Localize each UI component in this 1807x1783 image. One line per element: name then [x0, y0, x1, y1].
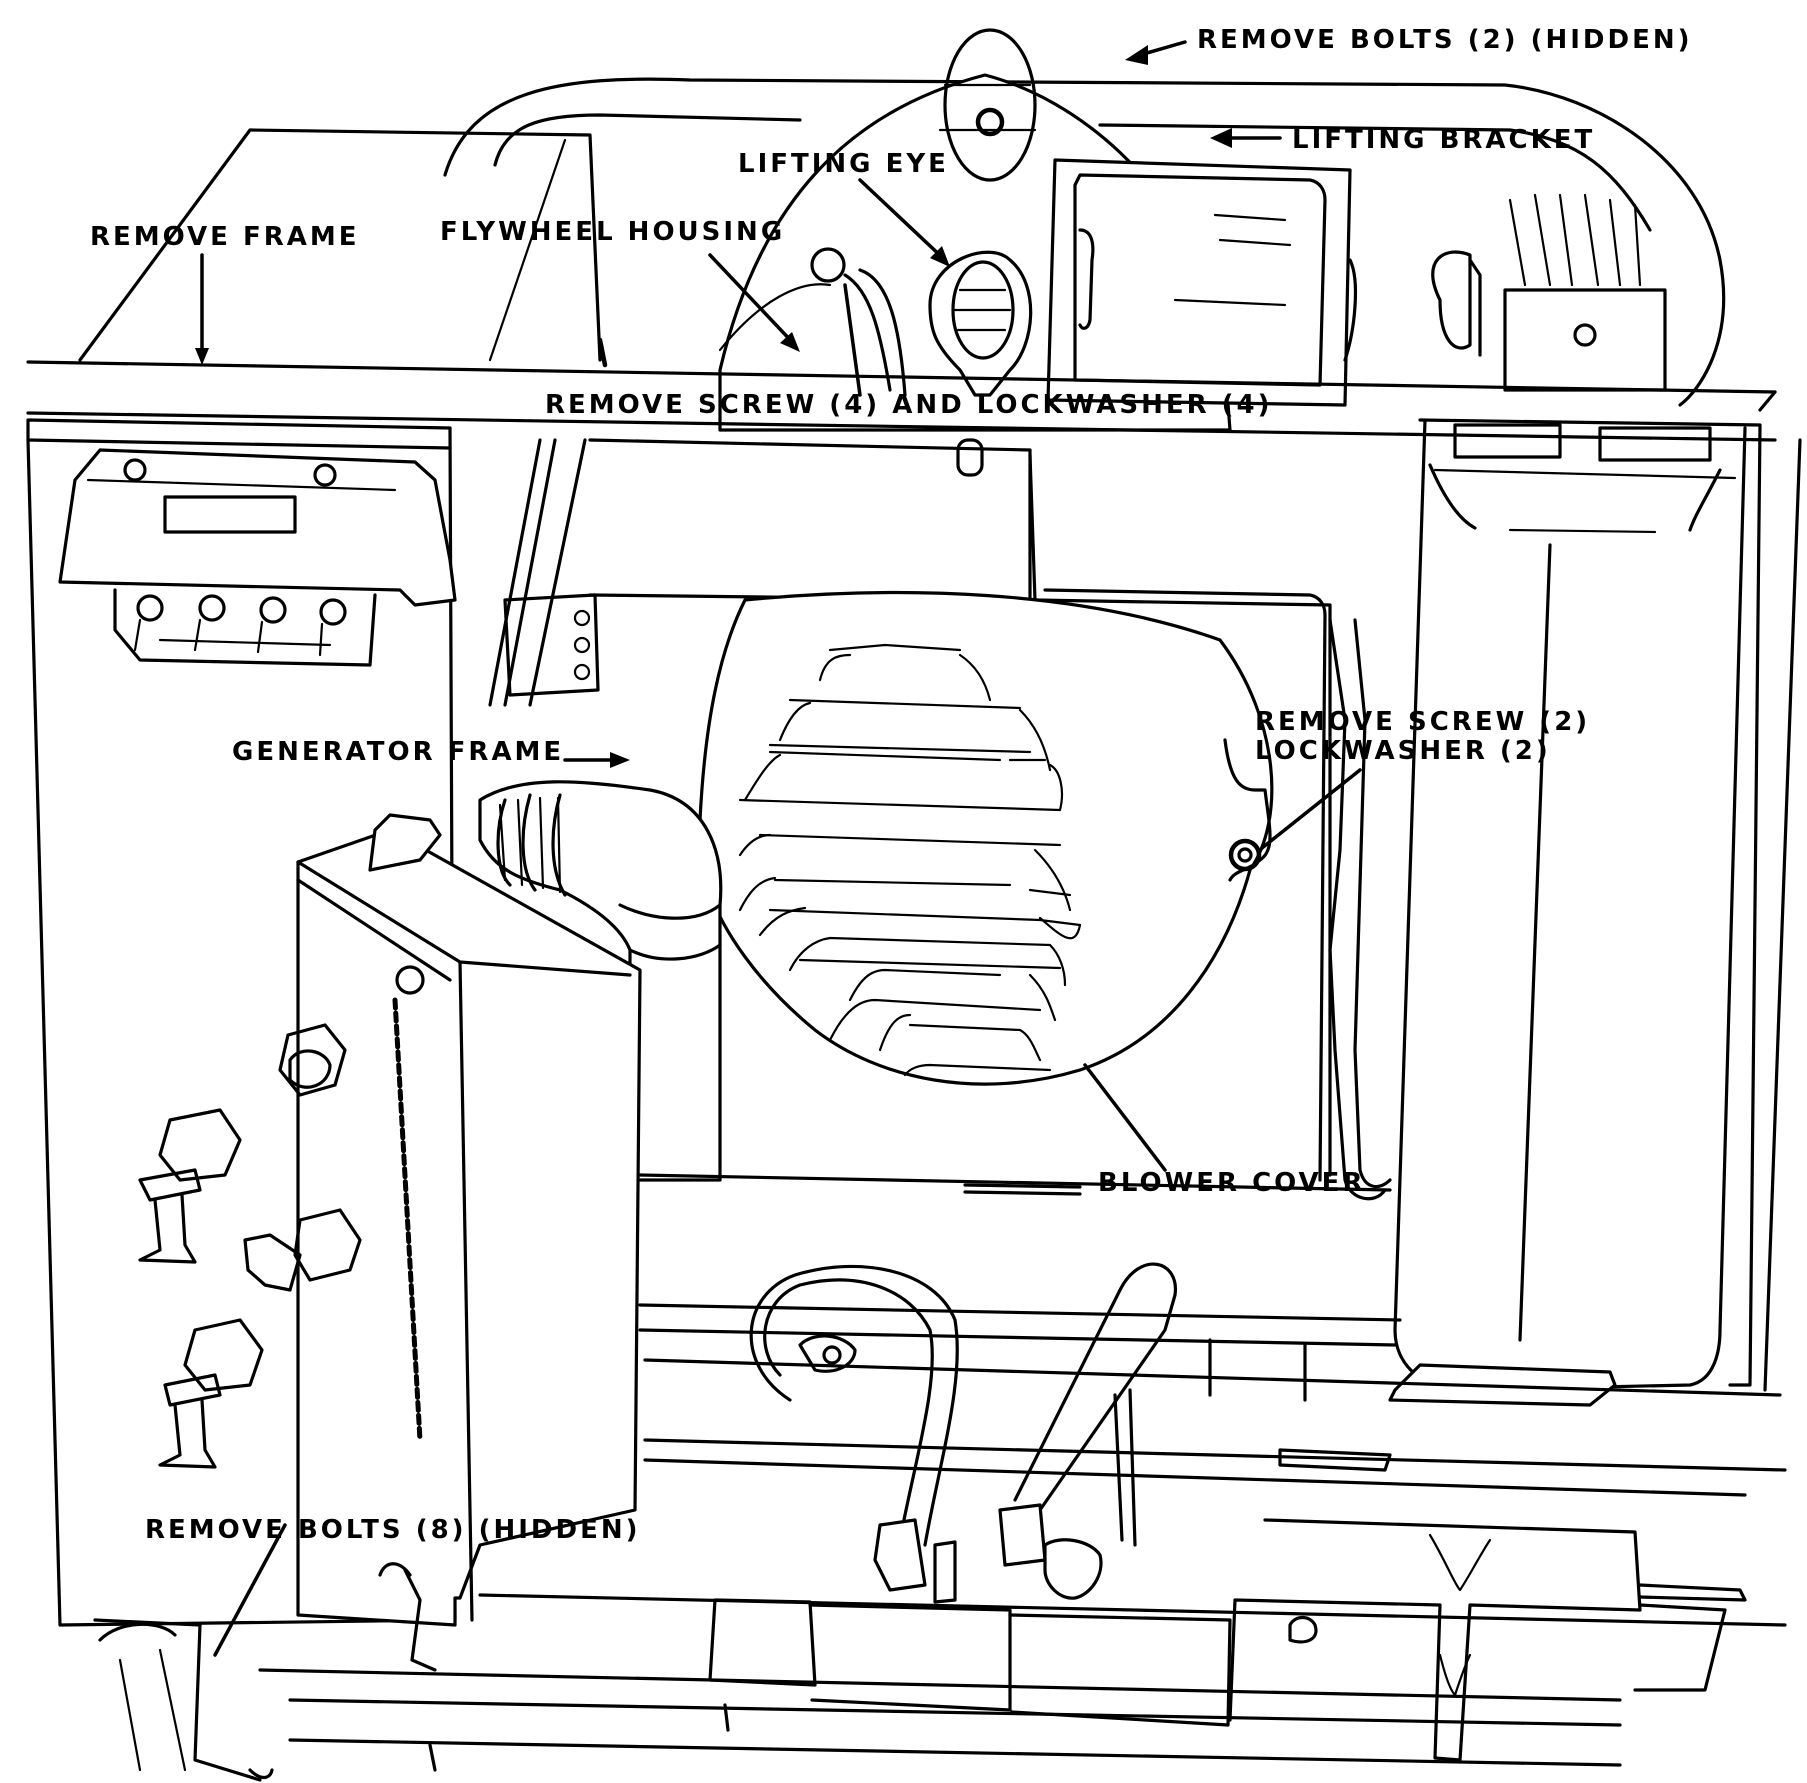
- air-duct-elbow: [478, 780, 723, 1182]
- right-tank: [1388, 418, 1802, 1407]
- terminal-post-icons: [133, 594, 347, 657]
- blower-cover: [698, 590, 1274, 1086]
- label-remove-bolts-2-hidden: REMOVE BOLTS (2) (HIDDEN): [1197, 25, 1692, 55]
- panel-screw-icon: [313, 463, 337, 487]
- housing-bolt-icon: [956, 438, 984, 477]
- screw-head-icon: [810, 247, 846, 283]
- tank-cap-right: [1598, 426, 1712, 462]
- front-hinged-panel: [138, 813, 642, 1627]
- panel-window: [163, 495, 297, 534]
- right-bracket-assembly: [1046, 158, 1667, 407]
- cable-clip-icon: [1288, 1615, 1318, 1644]
- panel-edge-strips: [488, 438, 600, 707]
- duct-clamp-band: [498, 796, 562, 894]
- panel-screw-icon: [123, 458, 147, 482]
- blower-louvers: [738, 643, 1082, 1077]
- fitting-4: [158, 1318, 264, 1469]
- main-frame-rails: [26, 360, 1777, 442]
- lifting-eye-assembly: [718, 247, 1033, 397]
- fitting-1: [278, 1023, 347, 1097]
- lower-hoses: [749, 1262, 1177, 1604]
- panel-bolt-icon: [395, 965, 425, 995]
- top-bolt-icon: [975, 107, 1005, 137]
- wing-nut-icon: [1043, 1538, 1103, 1600]
- fitting-2: [138, 1108, 242, 1264]
- left-control-panel: [26, 418, 457, 1627]
- label-lifting-bracket: LIFTING BRACKET: [1292, 125, 1595, 155]
- top-eye-ring: [943, 28, 1037, 182]
- base-skid: [93, 1173, 1787, 1782]
- label-remove-screw-2: REMOVE SCREW (2): [1255, 707, 1590, 737]
- removable-frame: [78, 128, 608, 368]
- tank-cap-left: [1453, 423, 1562, 459]
- fitting-3: [243, 1208, 362, 1292]
- label-remove-frame: REMOVE FRAME: [90, 222, 360, 252]
- hose-clamp-icon: [822, 1345, 842, 1365]
- label-remove-bolts-8-hidden: REMOVE BOLTS (8) (HIDDEN): [145, 1515, 640, 1545]
- hydraulic-fitting-icons: [138, 1023, 362, 1469]
- label-generator-frame: GENERATOR FRAME: [232, 737, 564, 767]
- label-flywheel-housing: FLYWHEEL HOUSING: [440, 217, 785, 247]
- blower-cover-screw-icon: [1228, 838, 1262, 872]
- label-blower-cover: BLOWER COVER: [1098, 1168, 1365, 1198]
- wiring-harness: [1328, 618, 1392, 1201]
- label-lifting-eye: LIFTING EYE: [738, 149, 949, 179]
- callout-leaders: [195, 40, 1362, 1657]
- label-remove-screw-4-lockwasher-4: REMOVE SCREW (4) AND LOCKWASHER (4): [545, 390, 1273, 420]
- label-lockwasher-2: LOCKWASHER (2): [1255, 736, 1551, 766]
- callout-labels: REMOVE BOLTS (2) (HIDDEN) LIFTING BRACKE…: [90, 25, 1692, 1545]
